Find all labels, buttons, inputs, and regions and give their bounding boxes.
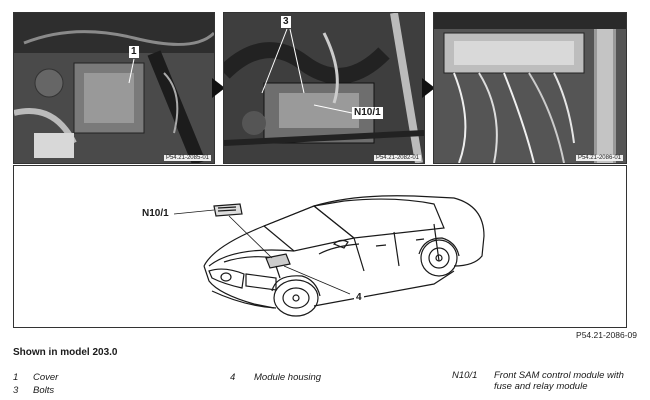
photo-2-callout-n10-1: N10/1 <box>352 107 383 119</box>
car-drawing: N10/1 4 <box>13 165 627 328</box>
car-illustration <box>173 195 485 317</box>
legend-text: Front SAM control module with fuse and r… <box>494 370 624 392</box>
photo-1-image <box>14 13 214 163</box>
legend-text: Module housing <box>254 372 322 383</box>
figure-code: P54.21-2086-09 <box>576 330 637 340</box>
legend-item-front-sam: N10/1 Front SAM control module with fuse… <box>452 370 642 394</box>
photo-1-leader <box>128 58 135 84</box>
photo-2-leaders <box>261 28 353 114</box>
photo-2-callout-3: 3 <box>281 16 291 28</box>
photo-1-callout-1: 1 <box>129 46 139 58</box>
legend-text: Cover <box>33 372 59 383</box>
photo-module-wiring: P54.21-2086-01 <box>433 12 627 164</box>
caption: Shown in model 203.0 <box>13 347 118 358</box>
arrow-right-icon <box>212 78 225 98</box>
photo-2-image <box>224 13 424 163</box>
legend-num: 3 <box>13 385 19 396</box>
photo-3-code: P54.21-2086-01 <box>575 155 623 161</box>
photo-engine-bay-cover: 1 P54.21-2085-01 <box>13 12 215 164</box>
drawing-callout-n10-1: N10/1 <box>140 208 171 220</box>
photo-3-image <box>434 13 626 163</box>
photo-2-code: P54.21-2082-01 <box>373 155 421 161</box>
photo-1-code: P54.21-2085-01 <box>163 155 211 161</box>
arrow-right-icon <box>422 78 435 98</box>
photo-module-bolts: 3 N10/1 P54.21-2082-01 <box>223 12 425 164</box>
legend-num: 4 <box>230 372 236 383</box>
legend-num: 1 <box>13 372 19 383</box>
legend-text: Bolts <box>33 385 55 396</box>
drawing-callout-4: 4 <box>354 292 364 304</box>
legend-num: N10/1 <box>452 370 478 381</box>
